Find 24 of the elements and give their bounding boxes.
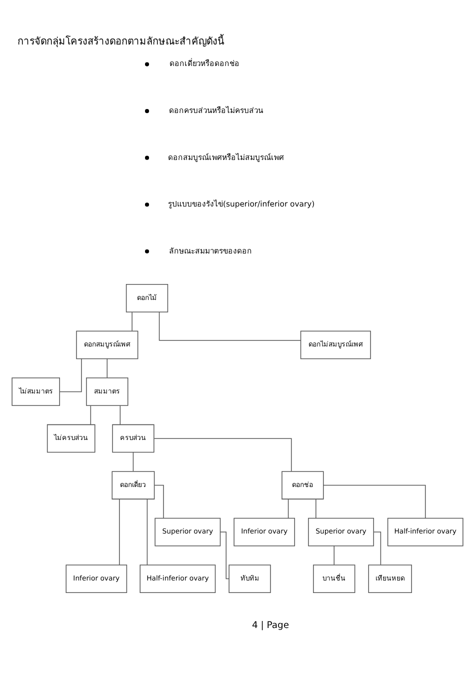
connector bbox=[146, 498, 148, 566]
connector bbox=[131, 312, 132, 332]
connector bbox=[154, 484, 164, 518]
diagram-title: การจัดกลุ่มโครงสร้างดอกตามลักษณะสำคัญดังนี้ bbox=[16, 36, 224, 48]
connector bbox=[58, 358, 82, 392]
connector bbox=[287, 498, 288, 518]
connector bbox=[158, 312, 300, 341]
connector bbox=[315, 498, 316, 518]
connector bbox=[153, 438, 292, 472]
connector bbox=[220, 532, 229, 580]
connector bbox=[132, 452, 134, 472]
label: ดอกครบส่วนหรือไม่ครบส่วน bbox=[168, 106, 263, 115]
connector bbox=[106, 358, 108, 378]
connector bbox=[90, 405, 91, 425]
label: ลักษณะสมมาตรของดอก bbox=[168, 246, 252, 256]
connector bbox=[322, 484, 426, 518]
connector bbox=[372, 532, 381, 566]
label: รูปแบบของรังไข่(superior/inferior ovary) bbox=[168, 200, 314, 209]
label: 4 | Page bbox=[251, 620, 288, 631]
label: ดอกสมบูรณ์เพศหรือไม่สมบูรณ์เพศ bbox=[168, 152, 284, 162]
label: ดอกเดี่ยวหรือดอกช่อ bbox=[169, 59, 240, 68]
connector bbox=[118, 498, 120, 566]
connector bbox=[119, 405, 120, 425]
connector bbox=[333, 546, 334, 566]
